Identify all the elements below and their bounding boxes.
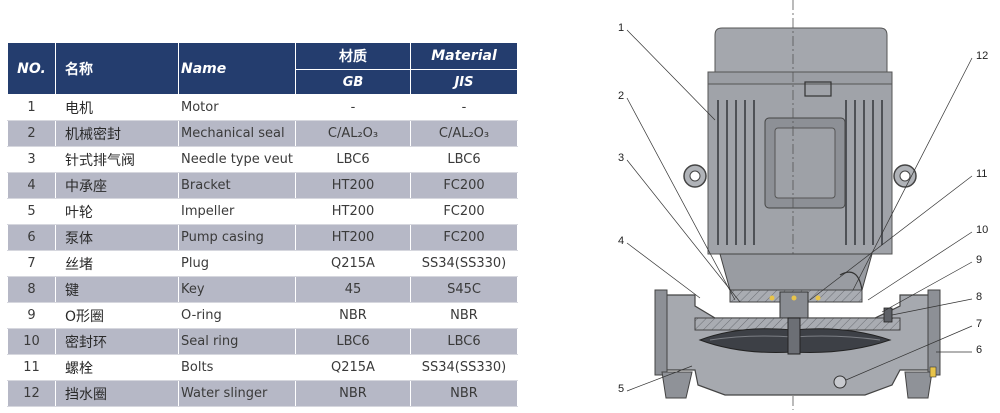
cell-cn-name: 挡水圈 xyxy=(55,380,179,407)
cell-jis: - xyxy=(410,94,518,121)
cell-jis: FC200 xyxy=(410,198,518,225)
header-gb: GB xyxy=(295,69,411,95)
header-en-name: Name xyxy=(178,42,296,95)
callout-9: 9 xyxy=(976,254,982,266)
cell-en-name: Impeller xyxy=(178,198,296,225)
motor-body xyxy=(683,27,917,255)
cell-en-name: Pump casing xyxy=(178,224,296,251)
cell-gb: HT200 xyxy=(295,198,411,225)
header-material-en: Material xyxy=(410,42,518,70)
cell-no: 9 xyxy=(7,302,56,329)
cell-en-name: Bracket xyxy=(178,172,296,199)
callout-2: 2 xyxy=(618,90,624,102)
cell-no: 12 xyxy=(7,380,56,407)
cell-jis: LBC6 xyxy=(410,146,518,173)
cell-en-name: Bolts xyxy=(178,354,296,381)
cell-gb: NBR xyxy=(295,302,411,329)
cell-jis: C/AL₂O₃ xyxy=(410,120,518,147)
callout-6: 6 xyxy=(976,344,982,356)
cell-jis: SS34(SS330) xyxy=(410,354,518,381)
cell-en-name: Key xyxy=(178,276,296,303)
cell-en-name: Seal ring xyxy=(178,328,296,355)
pump-casing xyxy=(654,289,941,399)
cell-no: 3 xyxy=(7,146,56,173)
pump-sectional-drawing: 1 2 3 4 5 12 11 10 9 8 7 6 xyxy=(618,0,988,410)
cell-cn-name: 丝堵 xyxy=(55,250,179,277)
cell-no: 8 xyxy=(7,276,56,303)
cell-jis: SS34(SS330) xyxy=(410,250,518,277)
cell-jis: NBR xyxy=(410,380,518,407)
cell-cn-name: 密封环 xyxy=(55,328,179,355)
cell-jis: S45C xyxy=(410,276,518,303)
cell-jis: NBR xyxy=(410,302,518,329)
cell-gb: 45 xyxy=(295,276,411,303)
callout-10: 10 xyxy=(976,224,988,236)
cell-no: 4 xyxy=(7,172,56,199)
cell-no: 11 xyxy=(7,354,56,381)
cell-en-name: Water slinger xyxy=(178,380,296,407)
cell-cn-name: O形圈 xyxy=(55,302,179,329)
cell-cn-name: 机械密封 xyxy=(55,120,179,147)
cell-jis: FC200 xyxy=(410,172,518,199)
cell-gb: LBC6 xyxy=(295,328,411,355)
cell-gb: NBR xyxy=(295,380,411,407)
cell-no: 7 xyxy=(7,250,56,277)
callout-12: 12 xyxy=(976,50,988,62)
cell-cn-name: 键 xyxy=(55,276,179,303)
header-no: NO. xyxy=(7,42,56,95)
cell-cn-name: 电机 xyxy=(55,94,179,121)
callout-5: 5 xyxy=(618,383,624,395)
cell-en-name: Mechanical seal xyxy=(178,120,296,147)
header-cn-name: 名称 xyxy=(55,42,179,95)
callout-7: 7 xyxy=(976,318,982,330)
cell-gb: C/AL₂O₃ xyxy=(295,120,411,147)
cell-gb: HT200 xyxy=(295,224,411,251)
cell-jis: FC200 xyxy=(410,224,518,251)
cell-no: 2 xyxy=(7,120,56,147)
cell-en-name: Motor xyxy=(178,94,296,121)
cell-no: 6 xyxy=(7,224,56,251)
cell-jis: LBC6 xyxy=(410,328,518,355)
header-material-cn: 材质 xyxy=(295,42,411,70)
cell-en-name: Needle type veut xyxy=(178,146,296,173)
cell-gb: Q215A xyxy=(295,250,411,277)
cell-gb: Q215A xyxy=(295,354,411,381)
cell-gb: LBC6 xyxy=(295,146,411,173)
cell-no: 1 xyxy=(7,94,56,121)
callout-8: 8 xyxy=(976,291,982,303)
cell-cn-name: 中承座 xyxy=(55,172,179,199)
cell-gb: HT200 xyxy=(295,172,411,199)
callout-3: 3 xyxy=(618,152,624,164)
callout-11: 11 xyxy=(976,168,987,180)
callout-1: 1 xyxy=(618,22,624,34)
header-jis: JIS xyxy=(410,69,518,95)
cell-cn-name: 螺栓 xyxy=(55,354,179,381)
callouts: 1 2 3 4 5 12 11 10 9 8 7 6 xyxy=(618,22,988,395)
cell-en-name: O-ring xyxy=(178,302,296,329)
cell-cn-name: 叶轮 xyxy=(55,198,179,225)
cell-en-name: Plug xyxy=(178,250,296,277)
cell-no: 10 xyxy=(7,328,56,355)
cell-gb: - xyxy=(295,94,411,121)
cell-cn-name: 针式排气阀 xyxy=(55,146,179,173)
cell-no: 5 xyxy=(7,198,56,225)
callout-4: 4 xyxy=(618,235,624,247)
cell-cn-name: 泵体 xyxy=(55,224,179,251)
